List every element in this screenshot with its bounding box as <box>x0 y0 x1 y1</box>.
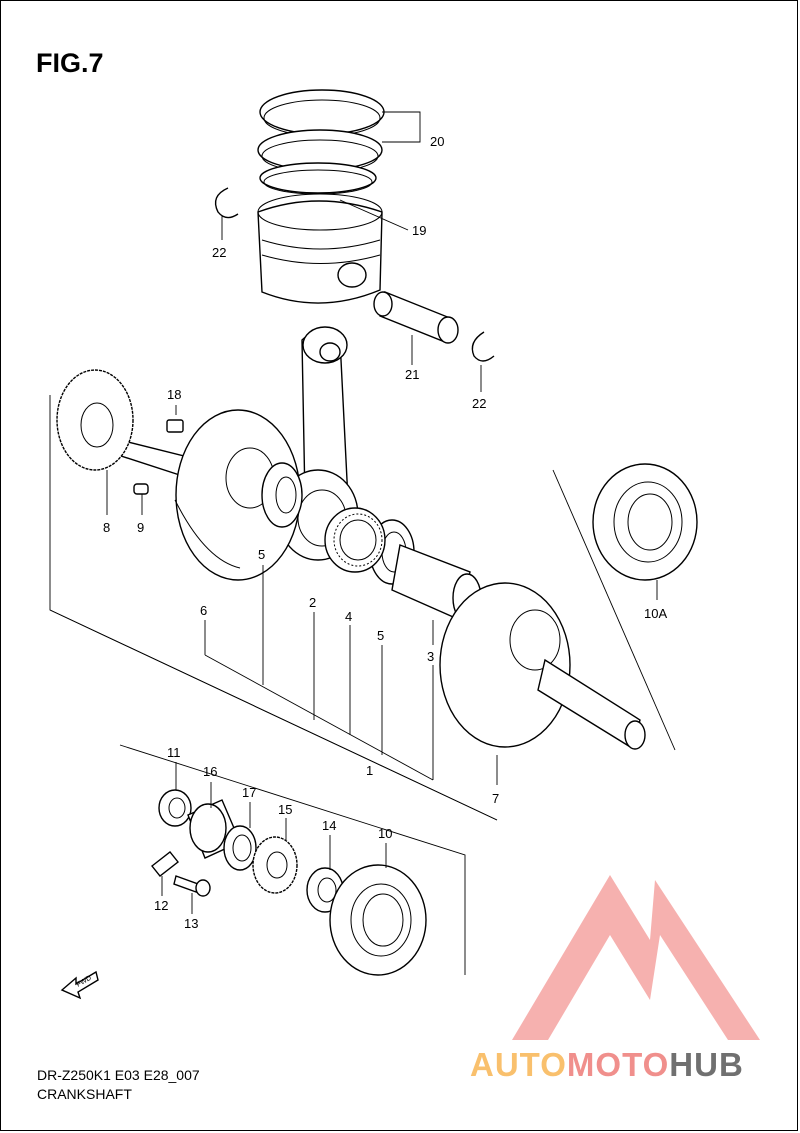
callout-8: 8 <box>103 520 110 535</box>
key-18 <box>166 419 184 433</box>
callout-6: 6 <box>200 603 207 618</box>
gear-15 <box>252 836 298 894</box>
bearing-10 <box>329 864 427 976</box>
crankshaft-left-web <box>117 409 301 581</box>
callout-18: 18 <box>167 387 181 402</box>
callout-2: 2 <box>309 595 316 610</box>
watermark-brand-text: AUTOMOTOHUB <box>470 1046 744 1084</box>
callout-22-lower: 22 <box>472 396 486 411</box>
callout-labels: 20 19 22 21 22 18 8 9 5 2 6 4 5 3 10A 1 … <box>103 134 667 931</box>
callout-9: 9 <box>137 520 144 535</box>
callout-5-left: 5 <box>258 547 265 562</box>
watermark-logo-icon <box>512 875 760 1040</box>
callout-7: 7 <box>492 791 499 806</box>
drive-gear <box>56 369 134 471</box>
callout-5-right: 5 <box>377 628 384 643</box>
callout-10: 10 <box>378 826 392 841</box>
lock-plate-12 <box>151 851 179 877</box>
circlip-lower <box>471 331 495 362</box>
callout-21: 21 <box>405 367 419 382</box>
piston-rings <box>257 89 385 195</box>
callout-13: 13 <box>184 916 198 931</box>
watermark-part-moto: MOTO <box>566 1046 670 1083</box>
callout-17: 17 <box>242 785 256 800</box>
bearing-10a <box>592 463 698 581</box>
circlip-upper <box>214 187 239 219</box>
thrust-washer-left <box>261 462 303 528</box>
oil-seal-11 <box>158 789 192 827</box>
watermark-part-auto: AUTO <box>470 1046 567 1083</box>
callout-12: 12 <box>154 898 168 913</box>
callout-10a: 10A <box>644 606 667 621</box>
assembly-outline <box>49 395 676 975</box>
callout-20: 20 <box>430 134 444 149</box>
callout-19: 19 <box>412 223 426 238</box>
o-ring-17 <box>223 825 257 871</box>
callout-15: 15 <box>278 802 292 817</box>
watermark-part-hub: HUB <box>669 1046 744 1083</box>
callout-1: 1 <box>366 763 373 778</box>
crankshaft-right-web <box>439 582 646 750</box>
callout-4: 4 <box>345 609 352 624</box>
fwd-arrow-icon: FWD <box>60 970 99 1000</box>
piston-pin <box>373 291 459 344</box>
screw-13 <box>173 875 211 897</box>
leader-lines <box>106 111 658 914</box>
figure-title: FIG.7 <box>36 48 104 78</box>
callout-11: 11 <box>167 745 181 760</box>
needle-bearing <box>324 507 386 573</box>
callout-22-upper: 22 <box>212 245 226 260</box>
callout-16: 16 <box>203 764 217 779</box>
callout-14: 14 <box>322 818 336 833</box>
model-code: DR-Z250K1 E03 E28_007 <box>37 1067 200 1083</box>
section-name: CRANKSHAFT <box>37 1086 132 1102</box>
callout-3: 3 <box>427 649 434 664</box>
woodruff-key <box>133 483 149 495</box>
piston <box>257 193 383 304</box>
